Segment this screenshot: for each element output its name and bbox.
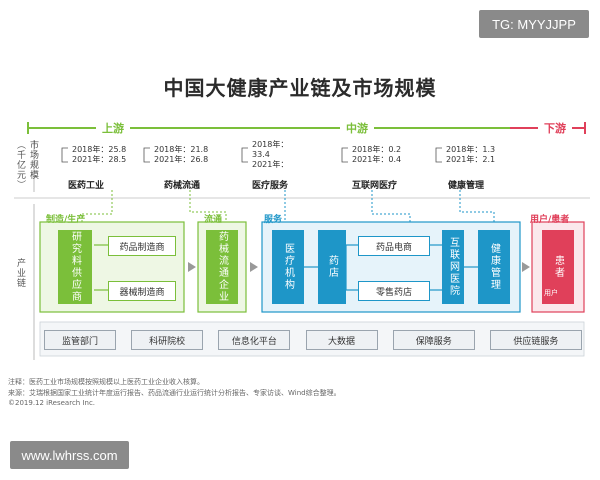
stat-internet-medical: 2018年：0.2 2021年：0.4 — [352, 145, 401, 165]
axis-industry-chain: 产业链 — [15, 258, 25, 288]
support-regulator: 监管部门 — [44, 330, 116, 350]
box-health-management: 健康管理 — [478, 230, 510, 304]
stat-label-health-management: 健康管理 — [448, 181, 485, 191]
support-it-platform: 信息化平台 — [218, 330, 291, 350]
box-pharmacy: 药店 — [318, 230, 346, 304]
section-midstream: 中游 — [340, 120, 374, 136]
group-label-circulation: 流通 — [204, 215, 223, 225]
box-drug-ecommerce: 药品电商 — [358, 236, 430, 256]
section-upstream: 上游 — [96, 120, 130, 136]
stat-label-internet-medical: 互联网医疗 — [352, 181, 398, 191]
stat-2018: 2018年：25.8 — [72, 145, 127, 154]
support-research-institutes: 科研院校 — [131, 330, 204, 350]
note-1: 注释：医药工业市场规模按照规模以上医药工业企业收入核算。 — [8, 378, 204, 386]
group-label-service: 服务 — [264, 215, 283, 225]
box-raw-material-supplier: 研究料供应商 — [58, 230, 92, 304]
stat-2018: 2018年：0.2 — [352, 145, 402, 154]
stat-2021: 2021年：2.1 — [446, 155, 496, 164]
box-distribution-enterprise: 药械流通企业 — [206, 230, 238, 304]
support-insurance-services: 保障服务 — [392, 330, 475, 350]
box-device-manufacturer: 器械制造商 — [108, 281, 176, 301]
stat-2021: 2021年： — [252, 160, 289, 169]
group-label-manufacturing: 制造/生产 — [46, 215, 86, 225]
section-downstream: 下游 — [538, 120, 572, 136]
note-2: 来源：艾瑞根据国家工业统计年度运行报告、药品流通行业运行统计分析报告、专家访谈、… — [8, 389, 341, 397]
stat-2018: 2018年： — [252, 140, 289, 149]
box-users-sub: 用户 — [544, 289, 558, 297]
group-label-users: 用户/患者 — [530, 215, 570, 225]
stat-medical-service: 2018年： 33.4 2021年： — [252, 140, 288, 170]
support-big-data: 大数据 — [305, 330, 378, 350]
stat-2021: 2021年：26.8 — [154, 155, 209, 164]
watermark-bottom-left: www.lwhrss.com — [10, 441, 129, 469]
stat-pharma-industry: 2018年：25.8 2021年：28.5 — [72, 145, 126, 165]
axis-market-size: 市场规模（千亿元） — [15, 140, 38, 190]
stat-label-circulation: 药械流通 — [164, 181, 201, 191]
box-patients: 患者 — [542, 230, 574, 304]
stat-health-management: 2018年：1.3 2021年：2.1 — [446, 145, 495, 165]
stat-2018: 2018年：21.8 — [154, 145, 209, 154]
diagram-title: 中国大健康产业链及市场规模 — [163, 76, 437, 100]
box-retail-pharmacy: 零售药店 — [358, 281, 430, 301]
support-row: 监管部门 科研院校 信息化平台 大数据 保障服务 供应链服务 — [44, 330, 582, 350]
stat-2018: 2018年：1.3 — [446, 145, 496, 154]
stat-circulation: 2018年：21.8 2021年：26.8 — [154, 145, 208, 165]
stat-label-pharma-industry: 医药工业 — [68, 181, 105, 191]
stat-2021: 2021年：28.5 — [72, 155, 127, 164]
box-drug-manufacturer: 药品制造商 — [108, 236, 176, 256]
stat-2018-value: 33.4 — [252, 150, 270, 159]
box-medical-institution: 医疗机构 — [272, 230, 304, 304]
copyright: ©2019.12 iResearch Inc. — [8, 399, 96, 407]
stat-label-medical-service: 医疗服务 — [252, 181, 289, 191]
box-internet-hospital: 互联网医院 — [442, 230, 464, 304]
watermark-top-right: TG: MYYJJPP — [479, 10, 589, 38]
support-supply-chain: 供应链服务 — [489, 330, 582, 350]
stat-2021: 2021年：0.4 — [352, 155, 402, 164]
